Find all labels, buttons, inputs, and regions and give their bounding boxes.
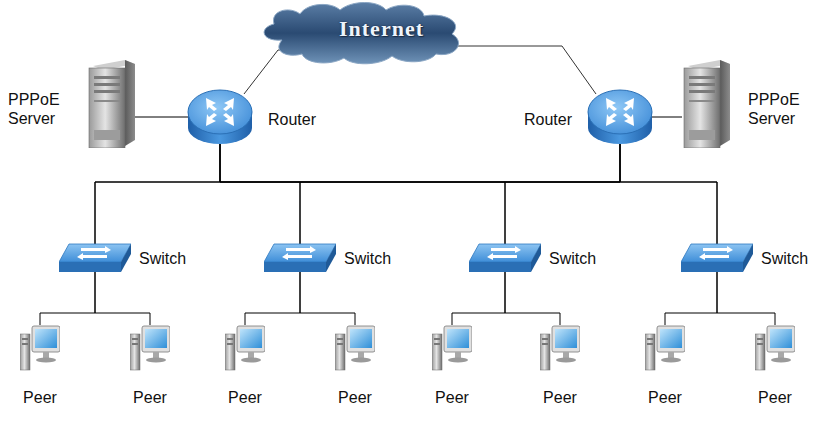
peer: Peer [536, 324, 584, 410]
switch-icon [59, 242, 131, 276]
network-link [505, 144, 620, 244]
device-label: Switch [761, 249, 813, 268]
network-link [452, 272, 505, 325]
device-label: Peer [16, 388, 64, 407]
device-label: Peer [331, 388, 379, 407]
network-link [244, 50, 298, 94]
network-link [665, 272, 717, 325]
network-link [300, 272, 355, 325]
peer-icon [540, 324, 580, 372]
switch: Switch [681, 242, 815, 278]
device-label: Switch [549, 249, 601, 268]
device-label: Router [268, 110, 324, 129]
device-label: Peer [126, 388, 174, 407]
router-icon [186, 84, 254, 150]
device-label: Peer [641, 388, 689, 407]
server-icon [680, 60, 730, 148]
peer-icon [130, 324, 170, 372]
peer: Peer [331, 324, 379, 410]
device-label: Router [524, 110, 580, 129]
device-label: PPPoE Server [748, 90, 810, 128]
device-label: Peer [428, 388, 476, 407]
peer: Peer [751, 324, 799, 410]
cloud-label: Internet [339, 16, 424, 42]
peer: Peer [126, 324, 174, 410]
device-label: Switch [344, 249, 396, 268]
peer-icon [645, 324, 685, 372]
network-link [652, 117, 682, 118]
switch-icon [264, 242, 336, 276]
peer: Peer [16, 324, 64, 410]
device-label: PPPoE Server [8, 90, 70, 128]
peer-icon [225, 324, 265, 372]
router: Router [186, 84, 326, 152]
server-icon [85, 60, 135, 148]
peer-icon [755, 324, 795, 372]
router: Router [516, 84, 656, 152]
network-link [95, 144, 220, 244]
network-link [220, 144, 717, 244]
peer-icon [20, 324, 60, 372]
device-label: Switch [139, 249, 191, 268]
network-link [245, 272, 300, 325]
network-link [129, 117, 188, 118]
pppoe-server: PPPoE Server [678, 58, 813, 152]
device-label: Peer [536, 388, 584, 407]
network-link [300, 144, 620, 244]
switch: Switch [264, 242, 398, 278]
network-link [440, 46, 596, 94]
network-link [95, 272, 150, 325]
network-link [40, 272, 95, 325]
switch-icon [469, 242, 541, 276]
switch: Switch [59, 242, 193, 278]
peer: Peer [221, 324, 269, 410]
switch-icon [681, 242, 753, 276]
peer: Peer [428, 324, 476, 410]
network-link [717, 272, 775, 325]
device-label: Peer [751, 388, 799, 407]
network-link [220, 144, 300, 244]
network-link [620, 144, 717, 244]
device-label: Peer [221, 388, 269, 407]
internet-cloud: Internet [252, 0, 470, 66]
peer-icon [432, 324, 472, 372]
switch: Switch [469, 242, 603, 278]
pppoe-server: PPPoE Server [8, 58, 143, 152]
peer: Peer [641, 324, 689, 410]
network-link [95, 144, 620, 244]
network-link [505, 272, 560, 325]
peer-icon [335, 324, 375, 372]
router-icon [586, 84, 654, 150]
network-link [220, 144, 505, 244]
